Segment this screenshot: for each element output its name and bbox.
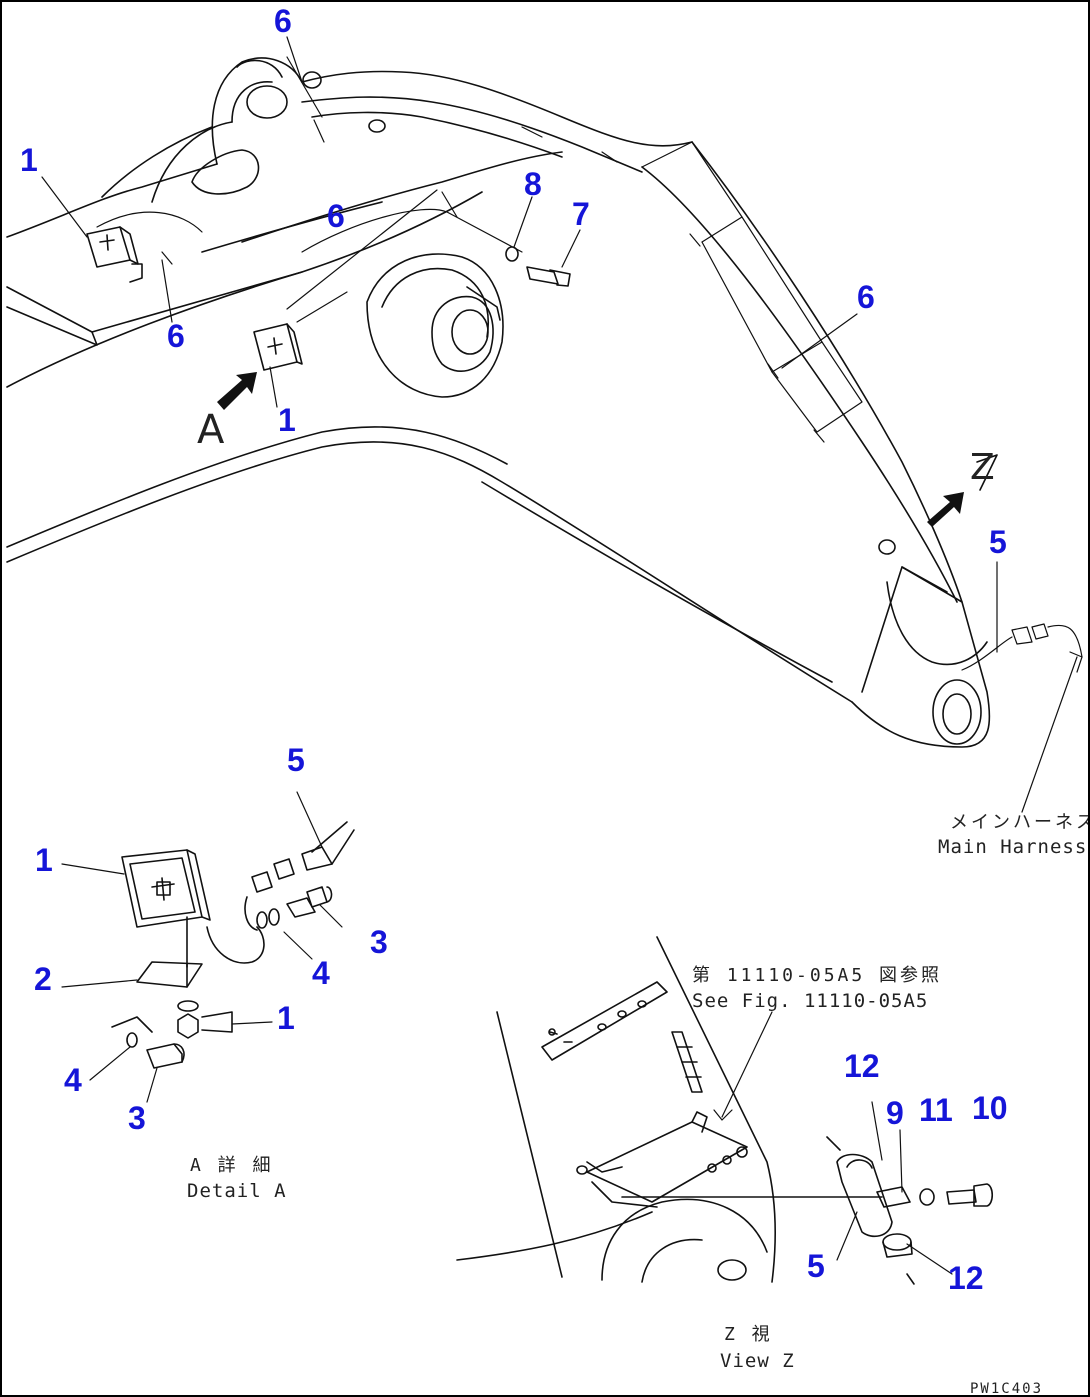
callout-part-4: 4 bbox=[312, 955, 330, 991]
callout-part-9: 9 bbox=[886, 1095, 904, 1131]
leader-lines-upper bbox=[41, 36, 1083, 813]
drawing-code: PW1C403 bbox=[970, 1381, 1044, 1397]
callout-part-1: 1 bbox=[35, 842, 53, 878]
detail-a-drawing bbox=[111, 821, 355, 1069]
see-fig-label-en: See Fig. 11110-05A5 bbox=[692, 990, 929, 1012]
work-lamp-center bbox=[253, 323, 303, 371]
main-harness-label-en: Main Harness bbox=[938, 836, 1088, 858]
callout-part-7: 7 bbox=[572, 196, 590, 232]
detail-a-label-en: Detail A bbox=[187, 1180, 287, 1202]
see-fig-label-jp: 第 11110-05A5 図参照 bbox=[692, 965, 943, 986]
leader-lines-viewz bbox=[713, 1011, 953, 1275]
leader-lines-detail bbox=[61, 791, 343, 1103]
callout-part-6: 6 bbox=[857, 279, 875, 315]
callout-part-5: 5 bbox=[807, 1248, 825, 1284]
work-lamp-left bbox=[86, 226, 143, 283]
callout-part-1: 1 bbox=[20, 142, 38, 178]
view-marker-z: Z bbox=[970, 447, 995, 488]
view-arrow-a bbox=[217, 372, 257, 410]
callout-part-11: 11 bbox=[919, 1092, 953, 1128]
callout-part-3: 3 bbox=[370, 924, 388, 960]
callout-part-12: 12 bbox=[948, 1260, 984, 1296]
callout-part-1: 1 bbox=[278, 402, 296, 438]
detail-a-label-jp: A 詳 細 bbox=[190, 1155, 274, 1176]
harness-routing bbox=[96, 56, 1083, 671]
view-z-label-en: View Z bbox=[720, 1350, 795, 1372]
bolt-and-washer bbox=[505, 246, 571, 287]
view-arrow-z bbox=[927, 492, 964, 527]
callout-part-5: 5 bbox=[989, 524, 1007, 560]
callout-part-6: 6 bbox=[274, 3, 292, 39]
callout-part-2: 2 bbox=[34, 961, 52, 997]
callout-part-8: 8 bbox=[524, 166, 542, 202]
callout-part-5: 5 bbox=[287, 742, 305, 778]
callout-part-1: 1 bbox=[277, 1000, 295, 1036]
view-marker-a: A bbox=[197, 407, 225, 453]
callout-part-4: 4 bbox=[64, 1062, 82, 1098]
boom-body bbox=[6, 57, 991, 748]
callout-part-12: 12 bbox=[844, 1048, 880, 1084]
callout-part-6: 6 bbox=[167, 318, 185, 354]
callout-part-10: 10 bbox=[972, 1090, 1008, 1126]
callout-part-3: 3 bbox=[128, 1100, 146, 1136]
view-z-drawing bbox=[456, 936, 994, 1285]
callout-part-6: 6 bbox=[327, 198, 345, 234]
view-z-label-jp: Z 視 bbox=[724, 1324, 773, 1345]
main-harness-label-jp: メインハーネス bbox=[950, 812, 1090, 833]
